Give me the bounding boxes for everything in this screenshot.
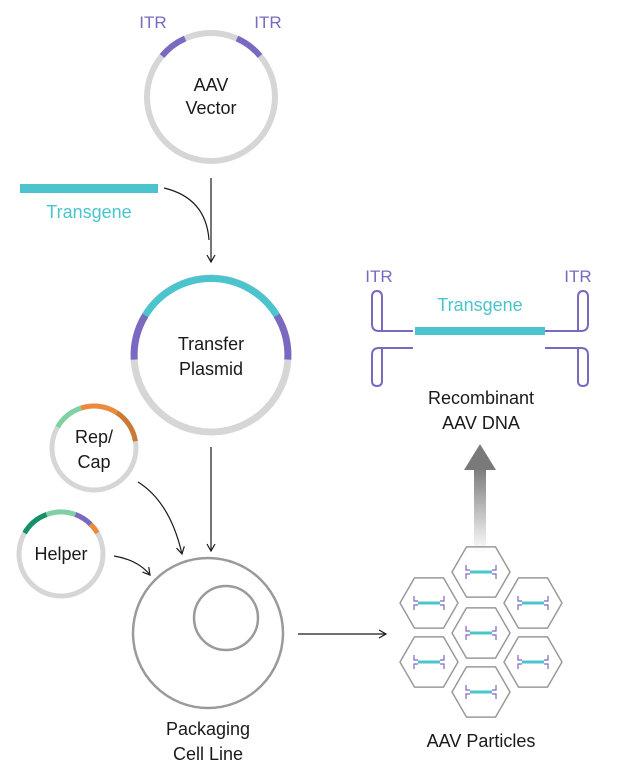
aav-particle-transgene: [470, 631, 492, 635]
arrow-transgene-merge: [163, 187, 210, 241]
extraction-arrow: [464, 444, 496, 552]
aav-vector-itr-right-label: ITR: [254, 13, 281, 32]
helper-label: Helper: [34, 544, 87, 564]
recombinant-itr-right-hairpin: [545, 289, 589, 332]
rep-cap-green-segment: [55, 405, 82, 429]
aav-particle-itr: [544, 596, 549, 610]
helper-orange-segment: [88, 522, 100, 535]
aav-particle-capsid: [503, 636, 563, 688]
aav-particle-capsid: [451, 546, 511, 598]
recombinant-label-line2: AAV DNA: [442, 413, 520, 433]
packaging-label-line1: Packaging: [166, 719, 250, 739]
aav-particle-itr: [413, 655, 418, 669]
aav-particle-itr: [465, 685, 470, 699]
aav-vector-itr-right-segment: [235, 35, 263, 58]
aav-particle-capsid: [399, 577, 459, 629]
aav-particle-itr: [492, 685, 497, 699]
aav-particles-label: AAV Particles: [427, 731, 536, 751]
recombinant-transgene-label: Transgene: [437, 295, 522, 315]
rep-cap-orange-segment: [80, 403, 119, 415]
recombinant-itr-left-hairpin-lower: [371, 347, 413, 388]
extraction-arrow-head: [464, 444, 496, 470]
aav-particle-transgene: [522, 601, 544, 605]
packaging-label-line2: Cell Line: [173, 744, 243, 764]
aav-particle-itr: [440, 596, 445, 610]
aav-vector-itr-left-segment: [159, 35, 187, 58]
transfer-plasmid-label-line1: Transfer: [178, 334, 244, 354]
transfer-plasmid-itr-left-segment: [130, 313, 149, 360]
aav-particle-itr: [492, 565, 497, 579]
aav-particle-transgene: [418, 660, 440, 664]
recombinant-itr-left-hairpin: [371, 289, 413, 332]
packaging-cell: Packaging Cell Line: [131, 556, 285, 764]
aav-particle-capsid: [451, 666, 511, 718]
transfer-plasmid-label-line2: Plasmid: [179, 359, 243, 379]
aav-particle-itr: [492, 626, 497, 640]
transfer-plasmid-itr-right-segment: [273, 313, 292, 360]
aav-particle-transgene: [470, 690, 492, 694]
rep-cap-plasmid: Rep/ Cap: [49, 403, 139, 493]
recombinant-itr-right-label: ITR: [564, 267, 591, 286]
rep-cap-label-line2: Cap: [77, 452, 110, 472]
aav-particle-itr: [517, 596, 522, 610]
rep-cap-brown-segment: [115, 410, 138, 442]
rep-cap-label-line1: Rep/: [75, 427, 113, 447]
packaging-cell-membrane: [131, 556, 285, 710]
helper-purple-segment: [74, 512, 93, 527]
aav-vector-label-line2: Vector: [185, 98, 236, 118]
recombinant-transgene-bar: [415, 327, 545, 335]
transgene-input-label: Transgene: [46, 202, 131, 222]
aav-particle-itr: [465, 565, 470, 579]
aav-particle-transgene: [522, 660, 544, 664]
transgene-bar: [20, 184, 158, 193]
aav-vector-itr-left-label: ITR: [139, 13, 166, 32]
aav-particle-capsid: [451, 607, 511, 659]
transgene-input: Transgene: [20, 184, 158, 222]
aav-particle-capsid: [399, 636, 459, 688]
recombinant-label-line1: Recombinant: [428, 388, 534, 408]
aav-particle-transgene: [470, 570, 492, 574]
aav-vector-label-line1: AAV: [194, 75, 229, 95]
aav-particle-itr: [544, 655, 549, 669]
aav-particle-itr: [440, 655, 445, 669]
helper-light-green-segment: [45, 509, 77, 517]
aav-particles-cluster: [399, 546, 563, 718]
packaging-cell-nucleus: [192, 584, 260, 652]
aav-vector-ring: [144, 30, 278, 164]
aav-vector-plasmid: ITR ITR AAV Vector: [139, 13, 282, 164]
aav-particle-transgene: [418, 601, 440, 605]
aav-particle-itr: [413, 596, 418, 610]
arrow-helper-to-cell: [113, 555, 151, 576]
extraction-arrow-shaft: [474, 468, 486, 552]
recombinant-itr-right-hairpin-lower: [545, 347, 589, 388]
recombinant-aav-dna: ITR ITR Transgene Recombinant AAV DNA: [365, 267, 591, 433]
helper-plasmid: Helper: [16, 509, 106, 599]
transfer-plasmid: Transfer Plasmid: [130, 274, 292, 436]
transfer-plasmid-transgene-segment: [142, 275, 280, 318]
aav-particle-itr: [517, 655, 522, 669]
arrow-repcap-to-cell: [137, 481, 185, 556]
aav-particle-capsid: [503, 577, 563, 629]
recombinant-itr-left-label: ITR: [365, 267, 392, 286]
helper-dark-green-segment: [22, 512, 48, 535]
aav-particle-itr: [465, 626, 470, 640]
